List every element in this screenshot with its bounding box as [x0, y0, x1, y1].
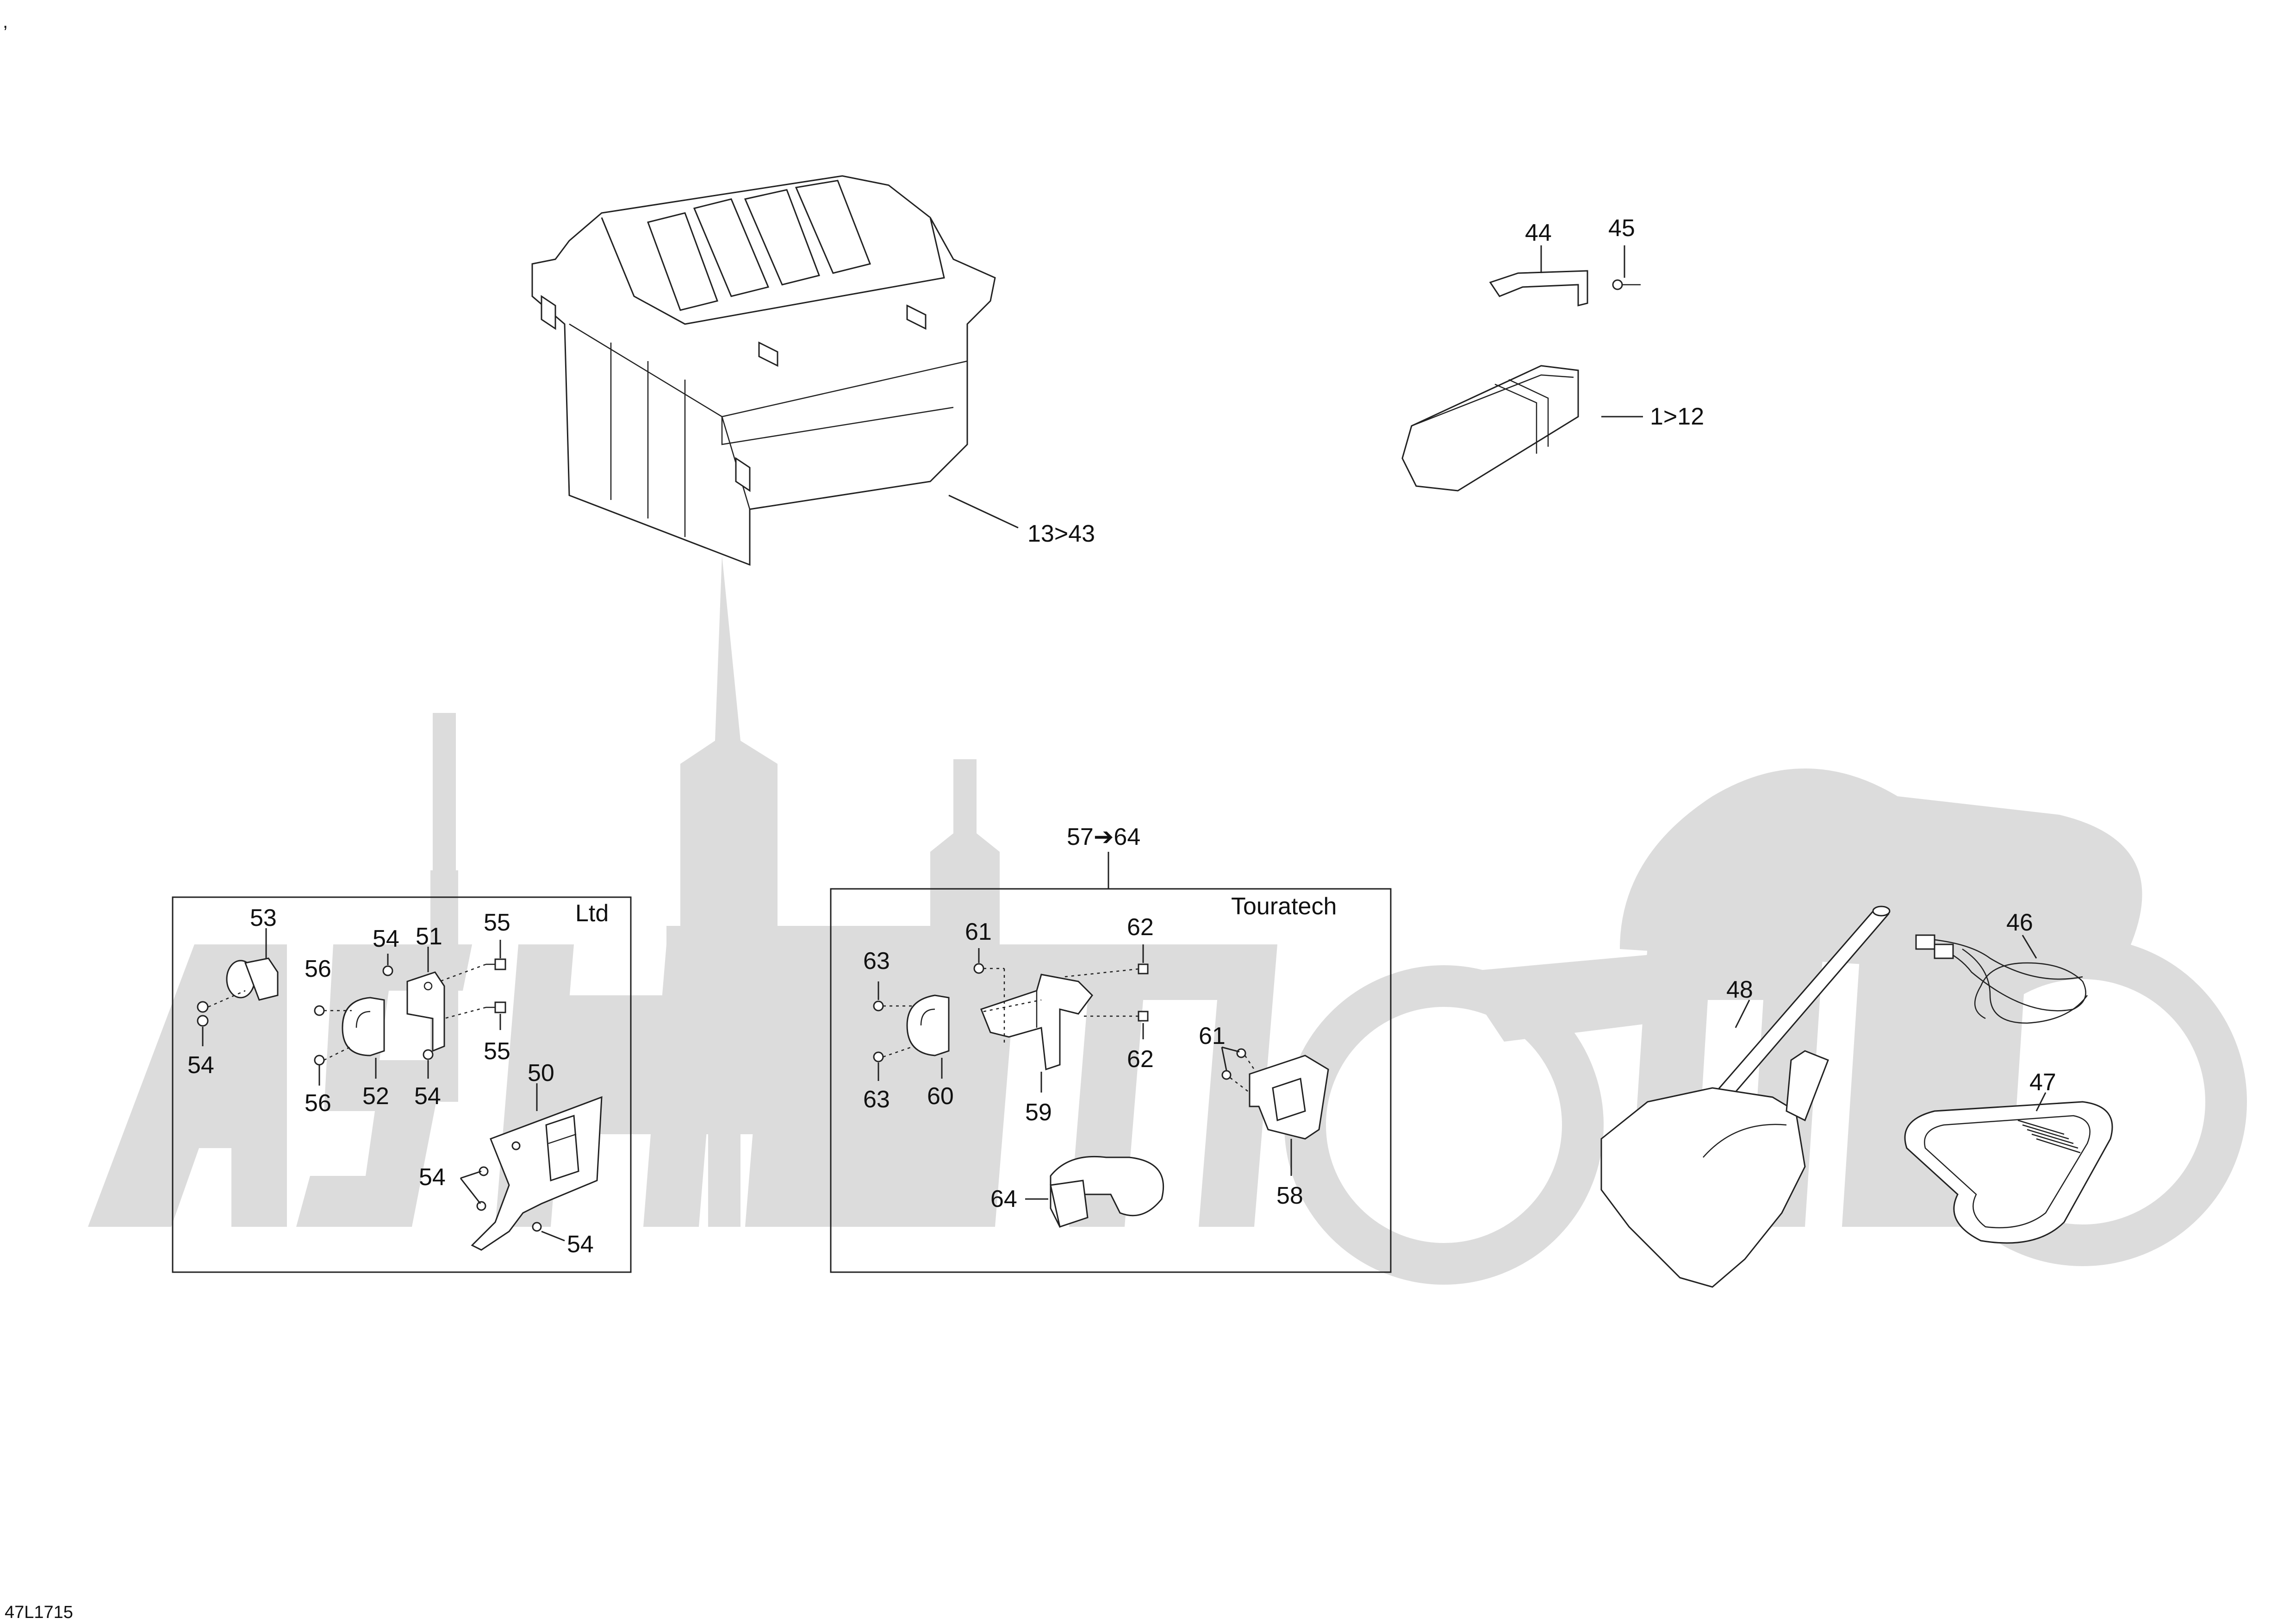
callout-54-plate: 54 — [419, 1164, 446, 1191]
washer — [314, 1005, 325, 1016]
top-case-assembly: 13>43 — [531, 175, 1095, 566]
callout-60: 60 — [927, 1083, 954, 1110]
callout-64: 64 — [990, 1186, 1017, 1212]
bracket-59: 59 — [980, 974, 1093, 1126]
nut — [973, 963, 984, 974]
callout-48: 48 — [1726, 976, 1753, 1003]
ltd-box-title: Ltd — [575, 900, 609, 927]
callout-50: 50 — [528, 1060, 554, 1087]
callout-54-top: 54 — [373, 925, 399, 952]
nut — [382, 965, 393, 976]
callout-1-12: 1>12 — [1650, 403, 1704, 430]
callout-57-64: 57➔64 — [1067, 824, 1140, 850]
callout-52: 52 — [362, 1083, 389, 1110]
ring-clamp-53: 53 — [226, 905, 279, 1001]
drawing-code: 47L1715 — [5, 1603, 73, 1622]
ltd-kit-box: Ltd 53 54 56 56 52 — [172, 896, 632, 1273]
callout-55-bottom: 55 — [484, 1038, 510, 1065]
callout-13-43: 13>43 — [1027, 520, 1095, 547]
callout-51: 51 — [416, 923, 442, 950]
corner-mark: , — [3, 12, 8, 32]
callout-54-plate-bottom: 54 — [567, 1231, 594, 1258]
screw-45: 45 — [1608, 215, 1641, 290]
washer — [314, 1055, 325, 1066]
bolt-55-bottom: 55 — [444, 1001, 510, 1065]
bracket-44: 44 — [1489, 219, 1588, 306]
callout-63-top: 63 — [863, 948, 890, 974]
callout-59: 59 — [1025, 1099, 1052, 1126]
washer — [873, 1051, 884, 1062]
callout-62-top: 62 — [1127, 914, 1154, 941]
bracket-51: 51 — [406, 923, 445, 1052]
nut — [423, 1049, 434, 1060]
nut — [197, 1015, 209, 1027]
callout-58: 58 — [1276, 1182, 1303, 1209]
u-clamp-60: 60 — [883, 994, 954, 1110]
bolt-62-top: 62 — [1064, 914, 1154, 978]
callout-56-bottom: 56 — [305, 1090, 331, 1117]
callout-46: 46 — [2006, 909, 2033, 936]
callout-55-top: 55 — [484, 909, 510, 936]
callout-61-top: 61 — [965, 918, 992, 945]
nut — [1236, 1048, 1246, 1058]
strap-64: 64 — [990, 1156, 1164, 1228]
callout-62-bottom: 62 — [1127, 1046, 1154, 1073]
cable-46: 46 — [1915, 909, 2088, 1024]
bolt-55-top: 55 — [439, 909, 510, 982]
mount-plate-58: 58 — [1249, 1055, 1329, 1209]
tool-kit-1-12: 1>12 — [1401, 365, 1704, 492]
callout-53: 53 — [250, 905, 277, 931]
callout-61-right: 61 — [1199, 1023, 1226, 1049]
nut — [197, 1001, 209, 1013]
mount-plate-50: 50 54 54 — [419, 1060, 603, 1258]
callout-45: 45 — [1608, 215, 1635, 242]
callout-54-left: 54 — [187, 1052, 214, 1079]
callout-54-mid: 54 — [414, 1083, 441, 1110]
callout-56-top: 56 — [305, 956, 331, 982]
nut — [1221, 1070, 1232, 1080]
touratech-box-title: Touratech — [1231, 893, 1337, 920]
bolt-62-bottom: 62 — [1083, 1011, 1154, 1073]
callout-44: 44 — [1525, 219, 1552, 246]
u-clamp-52: 52 — [324, 997, 389, 1110]
touratech-kit-box: 57➔64 Touratech 63 63 60 59 61 — [830, 824, 1392, 1273]
strap-47: 47 — [1904, 1069, 2113, 1244]
shovel-48: 48 — [1600, 906, 1891, 1288]
callout-47: 47 — [2029, 1069, 2056, 1096]
watermark — [88, 556, 2247, 1285]
washer — [873, 1000, 884, 1012]
callout-63-bottom: 63 — [863, 1086, 890, 1113]
